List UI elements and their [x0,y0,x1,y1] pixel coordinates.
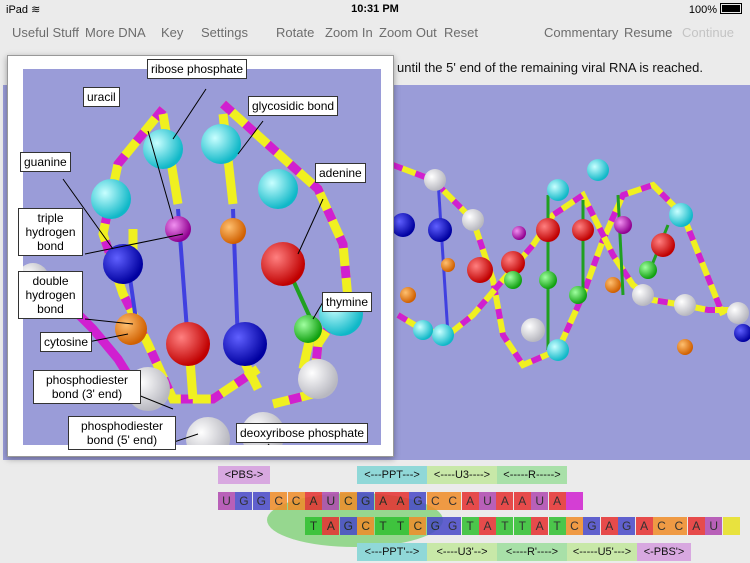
instruction-text: until the 5' end of the remaining viral … [397,60,703,75]
region-tag: <----R'----> [497,543,567,561]
base-cell: A [548,492,566,510]
label-guanine: guanine [20,152,71,172]
base-cell: U [218,492,235,510]
base-cell: A [374,492,392,510]
base-cell [566,492,583,510]
label-uracil: uracil [83,87,120,107]
base-cell: T [461,517,479,535]
base-cell: A [461,492,479,510]
label-triple-hydrogen-bond: triple hydrogen bond [18,208,83,256]
base-cell: C [670,517,688,535]
battery-status: 100% [689,3,742,16]
base-cell: U [322,492,340,510]
base-cell: U [705,517,723,535]
region-tag: <----U3----> [427,466,497,484]
key-diagram [23,69,381,445]
label-cytosine: cytosine [40,332,93,352]
base-cell: A [479,517,496,535]
label-deoxyribose-phosphate: deoxyribose phosphate [236,423,369,443]
base-cell: T [392,517,409,535]
base-cell: G [583,517,601,535]
more-dna-button[interactable]: More DNA [85,25,146,40]
base-cell: U [531,492,549,510]
label-phosphodiester-3-end: phosphodiester bond (3' end) [33,370,141,404]
base-cell: G [444,517,462,535]
base-cell: U [479,492,496,510]
base-cell: G [409,492,427,510]
base-cell: T [496,517,514,535]
toolbar: Useful Stuff More DNA Key Settings Rotat… [0,18,750,48]
base-cell: A [322,517,340,535]
base-cell: C [566,517,583,535]
label-double-hydrogen-bond: double hydrogen bond [18,271,83,319]
base-cell: A [496,492,514,510]
wifi-icon: ≋ [31,4,41,16]
base-cell [722,517,740,535]
sequence-panel: <PBS-> <---PPT---><----U3----><-----R----… [0,460,750,563]
base-cell: C [357,517,375,535]
zoom-out-button[interactable]: Zoom Out [379,25,437,40]
continue-button[interactable]: Continue [682,25,735,40]
rotate-button[interactable]: Rotate [276,25,315,40]
region-tag: <---PPT---> [357,466,427,484]
region-tag: <-----U5'---> [567,543,637,561]
commentary-button[interactable]: Commentary [544,25,619,40]
region-tag: <---PPT'--> [357,543,427,561]
base-cell: G [339,517,357,535]
base-cell: C [409,517,427,535]
key-button[interactable]: Key [161,25,184,40]
region-tag: <PBS-> [218,466,270,484]
base-cell: C [426,492,444,510]
base-cell: C [653,517,670,535]
region-tag: <-----R-----> [497,466,567,484]
base-cell: A [600,517,618,535]
base-cell: G [618,517,636,535]
base-cell: T [305,517,322,535]
status-bar: iPad ≋ 10:31 PM 100% [0,0,750,18]
clock: 10:31 PM [351,3,399,15]
reset-button[interactable]: Reset [444,25,478,40]
base-cell: G [252,492,270,510]
base-cell: C [339,492,357,510]
label-glycosidic-bond: glycosidic bond [248,96,339,116]
base-cell: A [392,492,409,510]
key-molecule-render [23,88,363,445]
base-cell: G [426,517,444,535]
label-thymine: thymine [322,292,373,312]
region-tag: <-PBS'> [637,543,691,561]
label-ribose-phosphate: ribose phosphate [147,59,248,79]
base-cell: A [513,492,531,510]
battery-icon [720,3,742,14]
base-cell: T [513,517,531,535]
dna-helix-render [391,159,750,369]
base-cell: T [548,517,566,535]
label-adenine: adenine [315,163,366,183]
base-cell: T [374,517,392,535]
settings-button[interactable]: Settings [201,25,248,40]
useful-stuff-button[interactable]: Useful Stuff [12,25,79,40]
base-cell: A [305,492,322,510]
base-cell: G [235,492,253,510]
base-cell: A [687,517,705,535]
key-popover: ribose phosphate uracil glycosidic bond … [7,55,394,457]
base-cell: C [444,492,462,510]
base-cell: C [287,492,305,510]
region-tag: <----U3'--> [427,543,497,561]
zoom-in-button[interactable]: Zoom In [325,25,373,40]
base-cell: C [270,492,288,510]
device-label: iPad ≋ [6,4,41,16]
base-cell: A [635,517,653,535]
base-cell: G [357,492,375,510]
base-cell: A [531,517,549,535]
resume-button[interactable]: Resume [624,25,673,40]
label-phosphodiester-5-end: phosphodiester bond (5' end) [68,416,176,450]
